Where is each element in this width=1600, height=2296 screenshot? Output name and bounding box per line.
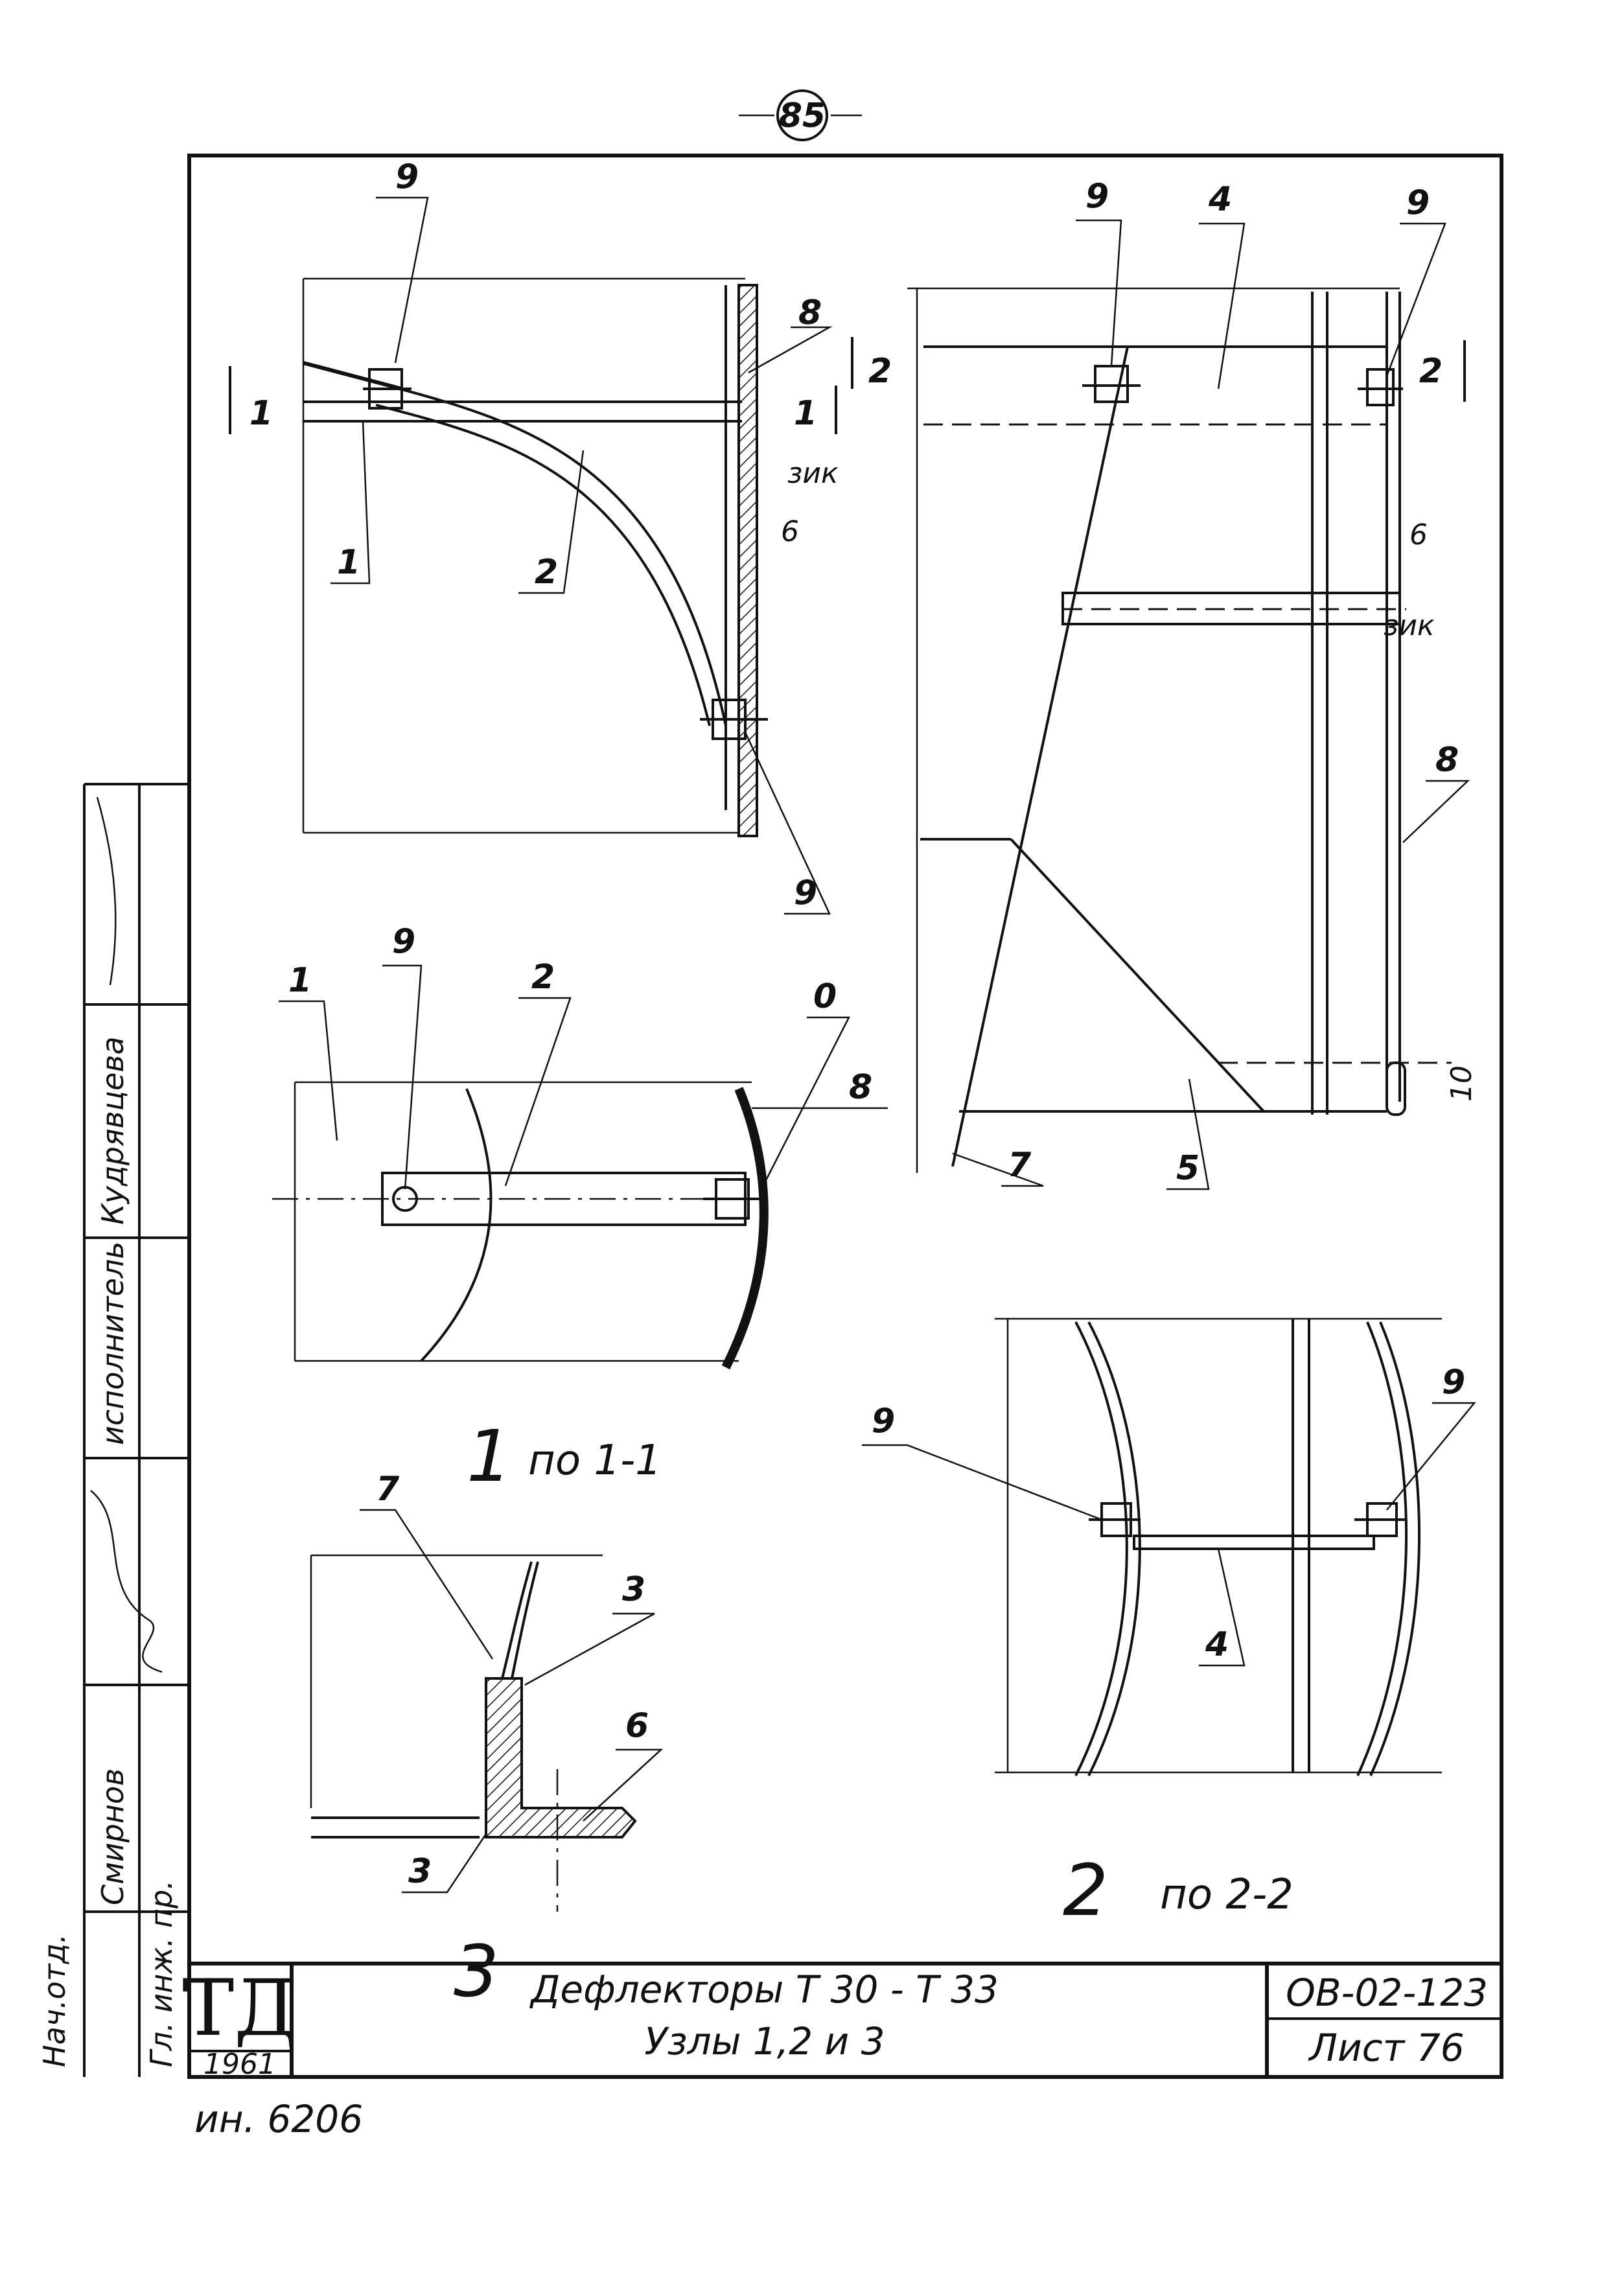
callout-6: 6	[625, 1706, 649, 1745]
callout-2: 2	[531, 958, 555, 997]
detail-view-2: 9 4 9 8 7 5 2 зик 6 10	[907, 177, 1478, 1190]
stamp-name-1: Кудрявцева	[95, 1036, 130, 1225]
callout-3-top: 3	[622, 1570, 645, 1609]
callout-7: 7	[376, 1470, 400, 1509]
caption-3-num: 3	[454, 1930, 499, 2013]
callout-8: 8	[798, 294, 822, 332]
callout-4: 4	[1205, 1625, 1229, 1664]
section-mark-2: 2	[1419, 352, 1443, 391]
callout-9-left: 9	[872, 1402, 895, 1441]
callout-0: 0	[813, 977, 837, 1016]
note-zik: зик	[1384, 609, 1435, 642]
drawing-title: Дефлекторы Т 30 - Т 33	[529, 1967, 999, 2012]
detail-view-2-2: 9 9 4 2 по 2-2	[862, 1317, 1476, 1932]
callout-9-left: 9	[1085, 177, 1109, 216]
side-stamp: исполнитель Кудрявцева Смирнов Гл. инж. …	[37, 783, 189, 2077]
dim-10: 10	[1445, 1065, 1478, 1102]
title-block: ТД 1961 Дефлекторы Т 30 - Т 33 Узлы 1,2 …	[182, 1962, 1501, 2081]
note-zik: зик	[787, 457, 839, 490]
sheet-number: Лист 76	[1308, 2026, 1464, 2070]
callout-9-right: 9	[1406, 183, 1430, 222]
caption-2-num: 2	[1063, 1849, 1108, 1932]
caption-1-text: по 1-1	[528, 1437, 662, 1485]
bolt-icon	[700, 699, 768, 740]
callout-9-bottom: 9	[794, 874, 817, 912]
caption-1-num: 1	[467, 1415, 512, 1498]
doc-code: ОВ-02-123	[1286, 1971, 1488, 2015]
callout-8: 8	[1435, 741, 1459, 780]
callout-9: 9	[392, 922, 415, 961]
drawing-subtitle: Узлы 1,2 и 3	[644, 2019, 885, 2063]
stamp-role-1: исполнитель	[95, 1242, 130, 1445]
callout-9-top: 9	[395, 157, 419, 196]
detail-view-1-1: 9 2 1 0 8 1 по 1-1	[272, 922, 888, 1498]
signature-2	[90, 1490, 163, 1673]
section-mark-1-right: 1	[794, 394, 817, 433]
detail-view-3: 7 3 6 3 3	[310, 1470, 664, 2013]
drawing-frame	[187, 154, 1503, 2079]
page-number-text: 85	[779, 97, 826, 135]
callout-3-bottom: 3	[408, 1852, 432, 1891]
detail-view-1: 9 8 1 2 9 1 1 2 зик 6	[229, 157, 892, 915]
inventory-number: ин. 6206	[194, 2097, 363, 2141]
callout-9-right: 9	[1442, 1363, 1465, 1402]
shell-wall-1	[737, 284, 758, 837]
callout-4: 4	[1208, 180, 1232, 219]
caption-2-text: по 2-2	[1160, 1871, 1293, 1919]
callout-8: 8	[849, 1068, 872, 1107]
callout-1: 1	[288, 961, 312, 1000]
bolt-icon	[1082, 365, 1141, 403]
stamp-role-4: Гл. инж. пр.	[144, 1880, 179, 2067]
signature-1	[96, 796, 117, 986]
stamp-name-2: Смирнов	[95, 1768, 130, 1905]
year: 1961	[203, 2048, 276, 2081]
bolt-icon	[1089, 1502, 1141, 1537]
angle-profile-6	[485, 1677, 637, 1838]
logo-td: ТД	[182, 1964, 297, 2054]
dim-6: 6	[781, 515, 799, 548]
bolt-icon	[703, 1178, 768, 1220]
bolt-icon	[1354, 1502, 1406, 1537]
section-mark-2: 2	[868, 352, 892, 391]
bolt-icon	[1358, 368, 1403, 406]
dim-6: 6	[1409, 518, 1428, 551]
callout-7: 7	[1008, 1146, 1032, 1185]
bolt-icon	[363, 368, 412, 410]
callout-5: 5	[1176, 1149, 1200, 1188]
stamp-role-3: Нач.отд.	[37, 1934, 72, 2067]
callout-1: 1	[337, 543, 360, 582]
section-mark-1-left: 1	[249, 394, 273, 433]
page-number: 85	[739, 89, 862, 141]
callout-2: 2	[535, 553, 558, 592]
